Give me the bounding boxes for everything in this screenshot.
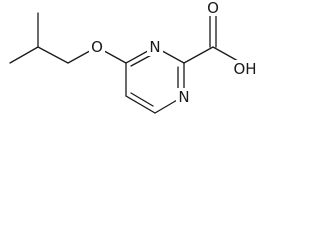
bond-c6-to-c5 (125, 95, 156, 114)
ring-nitrogen-right-label: N (178, 88, 189, 106)
bond-cooh-to-oh (212, 46, 239, 62)
molecule-diagram: O N N OH O (9, 0, 257, 114)
bond-ch3-a-to-ch (9, 46, 39, 64)
structure-canvas: O N N OH O (9, 0, 257, 114)
bond-c2-to-cooh (183, 46, 214, 64)
hydroxyl-label: OH (233, 60, 256, 78)
bond-ch-to-ch2 (37, 46, 69, 64)
ether-oxygen-label: O (91, 38, 103, 56)
carbonyl-oxygen-label: O (207, 0, 219, 17)
ring-nitrogen-top-label: N (149, 38, 160, 56)
bond-c6-c5-inner (130, 92, 154, 107)
